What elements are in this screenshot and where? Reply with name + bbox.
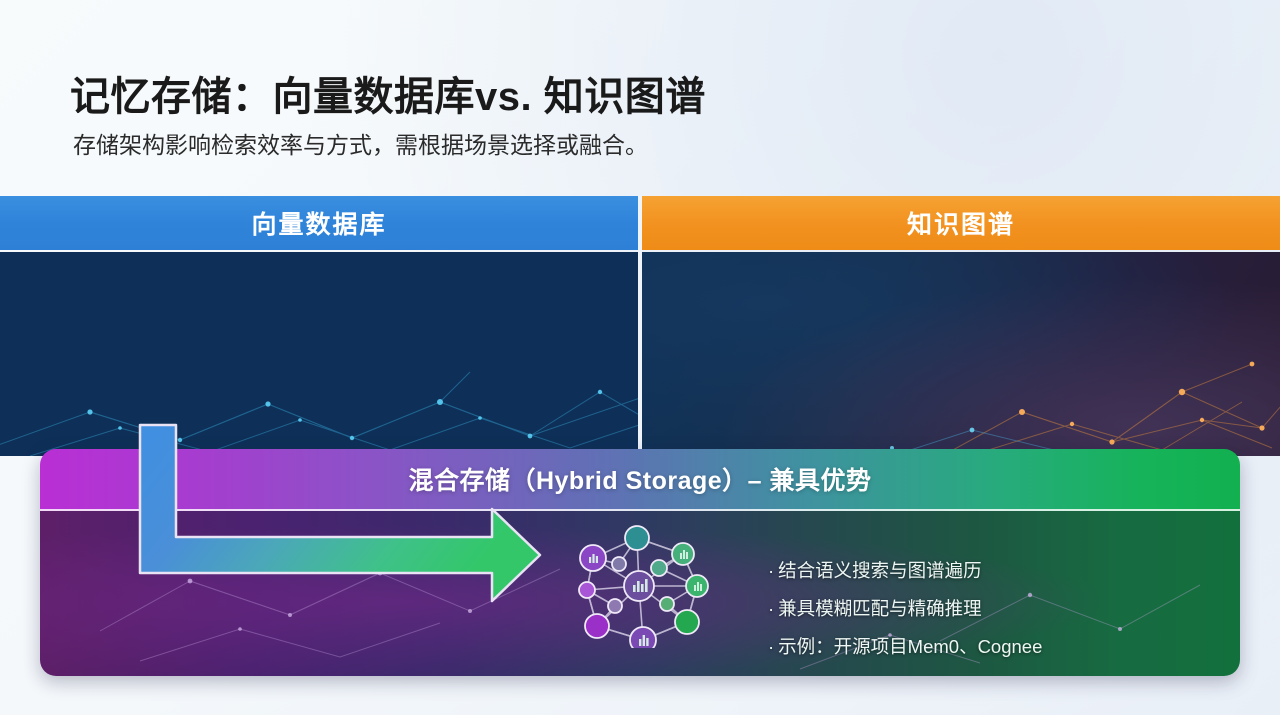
bullet-item: 结合语义搜索与图谱遍历 (768, 552, 1042, 590)
hybrid-storage-heading-label: 混合存储（Hybrid Storage）– 兼具优势 (408, 467, 872, 495)
bullet-item: 示例：开源项目Mem0、Cognee (768, 628, 1042, 666)
network-pattern-right-icon (890, 361, 1280, 456)
comparison-band: 向量数据库 (0, 196, 1280, 456)
page-subtitle: 存储架构影响检索效率与方式，需根据场景选择或融合。 (73, 132, 648, 158)
slide-header: 记忆存储：向量数据库vs. 知识图谱 存储架构影响检索效率与方式，需根据场景选择… (0, 0, 1280, 196)
column-divider (638, 196, 642, 456)
column-vector-db-heading: 向量数据库 (0, 196, 638, 250)
l-shaped-merge-arrow (138, 423, 542, 603)
column-knowledge-graph: 知识图谱 (642, 196, 1280, 456)
bullet-list-hybrid: 结合语义搜索与图谱遍历 兼具模糊匹配与精确推理 示例：开源项目Mem0、Cogn… (768, 552, 1042, 666)
column-knowledge-graph-body (642, 252, 1280, 456)
column-knowledge-graph-heading: 知识图谱 (642, 196, 1280, 250)
column-vector-db: 向量数据库 (0, 196, 638, 456)
gradient-node-network-icon (578, 525, 709, 648)
column-knowledge-graph-heading-label: 知识图谱 (906, 211, 1015, 239)
column-vector-db-heading-label: 向量数据库 (251, 211, 387, 239)
hybrid-storage-heading: 混合存储（Hybrid Storage）– 兼具优势 (40, 449, 1240, 511)
page-title: 记忆存储：向量数据库vs. 知识图谱 (70, 75, 706, 119)
bullet-item: 兼具模糊匹配与精确推理 (768, 590, 1042, 628)
